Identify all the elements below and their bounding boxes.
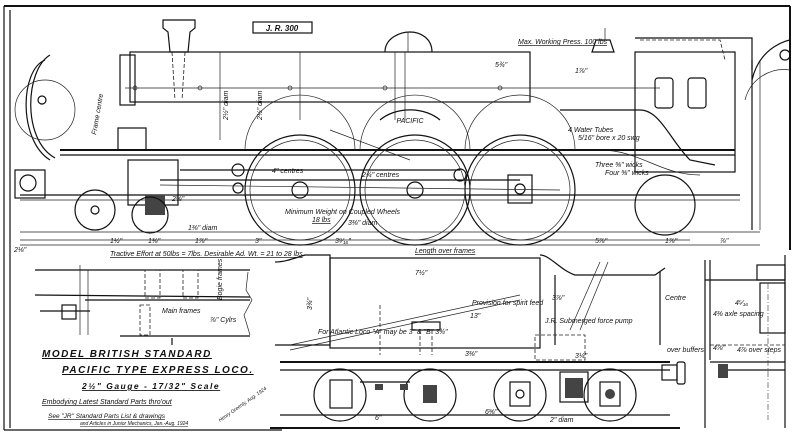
tender-len-dim: 7½" bbox=[415, 269, 428, 277]
tender-diam-label: 2" diam bbox=[549, 417, 574, 424]
locomotive-elevation: PACIFIC bbox=[14, 19, 760, 246]
title-line-4: Embodying Latest Standard Parts thro'out bbox=[42, 399, 173, 406]
water-tubes-size: 5/16" bore x 20 swg bbox=[578, 135, 640, 142]
dim-3: 1⅞" bbox=[195, 238, 208, 245]
centre-label: Centre bbox=[665, 295, 686, 302]
tender-13-dim: 13" bbox=[470, 313, 481, 320]
tender-note-label: For Atlantic Loco "A" may be 3" & "B" 3¾… bbox=[318, 329, 448, 336]
min-weight-value: 18 lbs bbox=[312, 217, 331, 224]
tender-elevation bbox=[270, 254, 686, 429]
tender-wheel-2 bbox=[403, 368, 457, 422]
coupled-wheel-1 bbox=[244, 134, 356, 246]
inner-diam-label: 2½" diam bbox=[256, 90, 264, 121]
rear-view-top bbox=[744, 39, 791, 230]
loco-annotations: Max. Working Press. 100 lbs 4 Water Tube… bbox=[91, 39, 649, 258]
nameplate-text: PACIFIC bbox=[396, 118, 424, 125]
tender-end-view: 4⁵⁄₁₆ 4⅜ axle spacing 4⅞" 4⅞ over steps bbox=[704, 260, 786, 428]
tractive-effort-label: Tractive Effort at 50lbs = 7lbs. Desirab… bbox=[110, 251, 303, 258]
signature: Henry Greenly, Aug. 1924 bbox=[218, 386, 269, 424]
title-line-1: MODEL BRITISH STANDARD bbox=[42, 349, 212, 360]
tender-a-dim: 3¼" bbox=[575, 353, 588, 360]
front-end-view: Main frames ⅞" Cylrs Bogie frames bbox=[34, 258, 253, 337]
dim-5: 3⁹⁄₁₆" bbox=[335, 238, 351, 245]
dim-4: 3" bbox=[255, 238, 262, 245]
frame-centre-label: Frame centre bbox=[91, 93, 105, 135]
title-line-3: 2½" Gauge - 17/32" Scale bbox=[81, 381, 220, 391]
main-frames-label: Main frames bbox=[162, 308, 201, 315]
tender-wheel-3 bbox=[493, 368, 547, 422]
coupled-wheel-2 bbox=[359, 134, 471, 246]
axle-spacing-label: 4⅜ axle spacing bbox=[713, 311, 764, 318]
tender-provision-label: Provision for spirit feed bbox=[472, 300, 544, 307]
dim-2: 1⅜" bbox=[148, 238, 161, 245]
tender-pump-label: J.R. Submerged force pump bbox=[544, 318, 633, 325]
tender-wheel-4 bbox=[583, 368, 637, 422]
plate-number: J. R. 300 bbox=[266, 24, 299, 33]
dim-7: 1⅞" bbox=[665, 238, 678, 245]
cylinders-label: ⅞" Cylrs bbox=[210, 317, 237, 324]
end-width-dim: 4⁵⁄₁₆ bbox=[735, 300, 748, 307]
water-tubes-label: 4 Water Tubes bbox=[568, 127, 614, 134]
title-line-6: and Articles in Junior Mechanics, Jan.-A… bbox=[80, 421, 188, 427]
tender-wheel-dim: 6⅝" bbox=[485, 409, 498, 416]
title-line-5: See "JR" Standard Parts List & drawings bbox=[48, 413, 166, 420]
length-over-frames-label: Length over frames bbox=[415, 248, 476, 255]
bogie-frames-label: Bogie frames bbox=[217, 258, 224, 300]
dim-buffers: 2⅝" bbox=[171, 196, 185, 203]
over-steps-label: 4⅞ over steps bbox=[737, 347, 781, 354]
centres-label: 2¾" centres bbox=[361, 172, 400, 179]
dim-1: 1½" bbox=[110, 237, 123, 245]
min-weight-label: Minimum Weight on Coupled Wheels bbox=[285, 209, 401, 216]
tender-h-dim: 3¾" bbox=[307, 297, 314, 310]
max-pressure-label: Max. Working Press. 100 lbs bbox=[518, 39, 608, 46]
dim-dome-top: 5¾" bbox=[495, 62, 508, 69]
outer-diam-label: 2½" diam bbox=[222, 90, 230, 121]
tender-wheel-1 bbox=[313, 368, 367, 422]
tender-bogie-dim: 6" bbox=[375, 415, 382, 422]
over-buffers-label: over buffers bbox=[667, 347, 704, 354]
diam-driving: 3⅜" diam bbox=[348, 220, 378, 227]
centres-4-label: 4" centres bbox=[272, 168, 304, 175]
dim-height-left: 2⅛" bbox=[13, 247, 27, 254]
diam-leading: 1⅜" diam bbox=[188, 225, 218, 232]
title-line-2: PACIFIC TYPE EXPRESS LOCO. bbox=[62, 365, 254, 376]
wicks-three-label: Three ⅝" wicks bbox=[595, 162, 643, 169]
loco-dimensions: 1½" 1⅜" 1⅞" 3" 3⁹⁄₁₆" 5⅞" 1⅞" ⅞" 5¾" 1⅞"… bbox=[13, 62, 729, 254]
tender-b-dim: 3⅜" bbox=[465, 351, 478, 358]
title-block: MODEL BRITISH STANDARD PACIFIC TYPE EXPR… bbox=[42, 338, 268, 427]
dim-6: 5⅞" bbox=[595, 238, 608, 245]
wicks-four-label: Four ⅝" wicks bbox=[605, 170, 649, 177]
tender-w-dim: 3⅞" bbox=[552, 295, 565, 302]
end-dim2: 4⅞" bbox=[713, 345, 726, 352]
plate-number-box: J. R. 300 bbox=[252, 21, 313, 34]
dim-firebox: 1⅞" bbox=[575, 68, 588, 75]
dim-8: ⅞" bbox=[720, 238, 729, 245]
tender-annotations: Provision for spirit feed J.R. Submerged… bbox=[307, 269, 704, 424]
